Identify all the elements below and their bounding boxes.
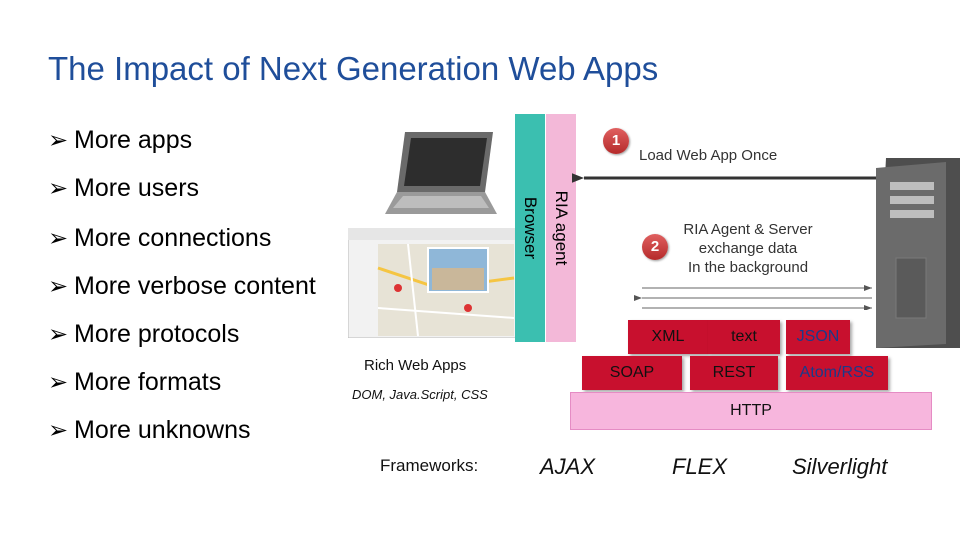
rich-web-apps-title: Rich Web Apps — [364, 357, 467, 374]
protocol-xml: XML — [628, 320, 708, 354]
page-title: The Impact of Next Generation Web Apps — [48, 50, 659, 87]
bullet-item: ➢More connections — [48, 224, 272, 252]
bullet-arrow-icon: ➢ — [48, 369, 69, 396]
data-flow-arrows — [572, 166, 878, 310]
frameworks-label: Frameworks: — [380, 456, 479, 475]
bullet-item: ➢More apps — [48, 126, 193, 154]
protocol-http: HTTP — [570, 392, 932, 430]
bullet-arrow-icon: ➢ — [48, 321, 69, 348]
bullet-item: ➢More protocols — [48, 320, 240, 348]
protocol-json: JSON — [786, 320, 850, 354]
protocol-soap: SOAP — [582, 356, 682, 390]
ria-agent-bar: RIA agent — [546, 114, 576, 342]
protocol-rest: REST — [690, 356, 778, 390]
bullet-item: ➢More verbose content — [48, 272, 316, 300]
bullet-item: ➢More unknowns — [48, 416, 251, 444]
framework-ajax: AJAX — [540, 454, 596, 479]
bullet-arrow-icon: ➢ — [48, 225, 69, 252]
step-1-badge: 1 — [603, 128, 629, 154]
map-screenshot-icon — [348, 228, 516, 338]
bullet-item: ➢More users — [48, 174, 200, 202]
bullet-arrow-icon: ➢ — [48, 417, 69, 444]
browser-bar-label: Browser — [521, 196, 540, 260]
framework-silverlight: Silverlight — [792, 454, 888, 479]
protocol-text: text — [708, 320, 780, 354]
step-2-badge: 2 — [642, 234, 668, 260]
ria-agent-bar-label: RIA agent — [552, 190, 571, 266]
step-2-label: RIA Agent & Server exchange data In the … — [683, 221, 813, 276]
server-tower-icon — [876, 158, 960, 348]
browser-bar: Browser — [515, 114, 545, 342]
protocol-atom-rss: Atom/RSS — [786, 356, 888, 390]
laptop-icon — [385, 132, 497, 214]
bullet-arrow-icon: ➢ — [48, 175, 69, 202]
bullet-arrow-icon: ➢ — [48, 127, 69, 154]
rich-web-apps-subtitle: DOM, Java.Script, CSS — [352, 387, 488, 402]
step-1-label: Load Web App Once — [639, 147, 778, 164]
framework-flex: FLEX — [672, 454, 728, 479]
bullet-item: ➢More formats — [48, 368, 222, 396]
bullet-arrow-icon: ➢ — [48, 273, 69, 300]
